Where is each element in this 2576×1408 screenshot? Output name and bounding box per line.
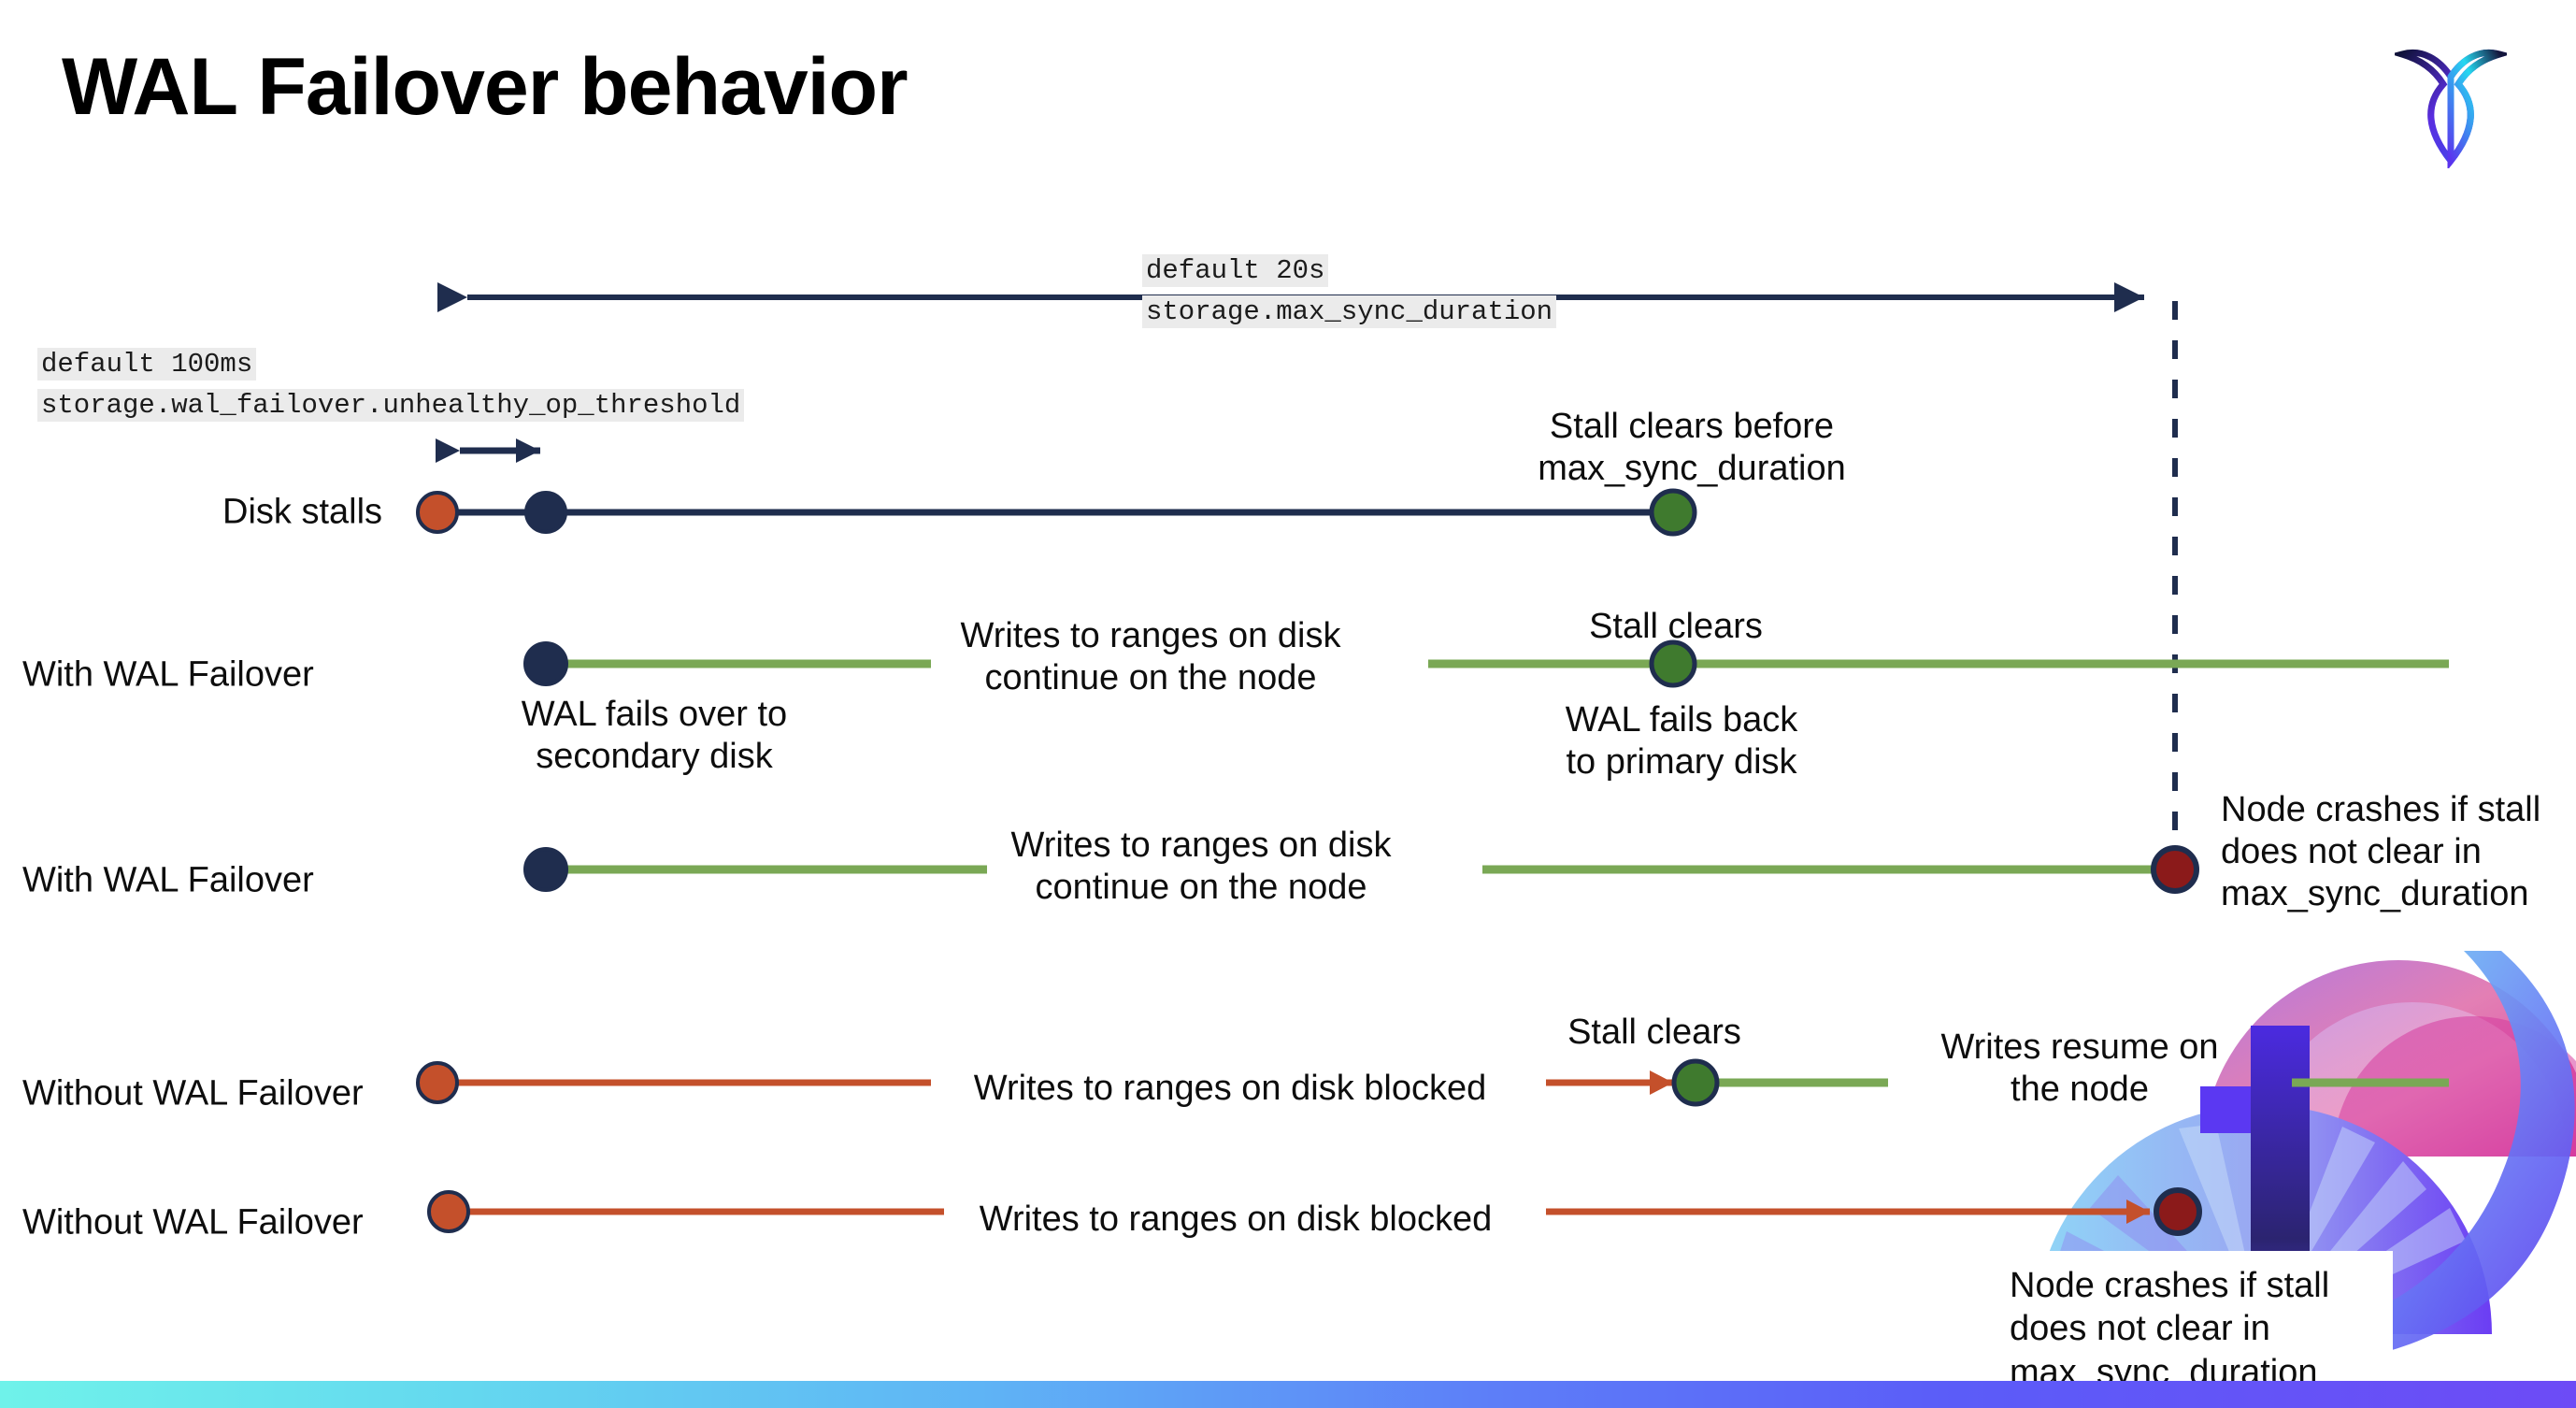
row-with-wal-failover-1-track [523,639,2449,688]
row-label-with-wal-failover-2: With WAL Failover [22,860,314,900]
row-without-wal-failover-2-track [427,1187,2202,1236]
row-label-without-wal-failover-2: Without WAL Failover [22,1202,364,1243]
annotation-writes-resume: Writes resume on the node [1940,1027,2219,1109]
annotation-writes-blocked-2: Writes to ranges on disk blocked [979,1200,1493,1239]
marker-stall-begin [416,1061,459,1104]
annotation-wal-fails-back: WAL fails back to primary disk [1565,700,1798,782]
marker-stall-clears [1649,488,1697,537]
page-title: WAL Failover behavior [62,42,909,132]
marker-node-crashes [2154,1187,2202,1236]
marker-wal-fails-over [523,641,568,686]
annotation-stall-clears-row2: Stall clears [1589,607,1763,646]
marker-stall-begin [427,1190,470,1233]
row-label-with-wal-failover-1: With WAL Failover [22,654,314,695]
cockroachdb-logo-icon [2395,50,2507,168]
unhealthy-op-threshold-setting-chip: default 100ms storage.wal_failover.unhea… [37,344,745,426]
marker-node-crashes [2151,845,2199,894]
bottom-gradient-bar [0,1381,2576,1408]
row-label-without-wal-failover-1: Without WAL Failover [22,1073,364,1113]
annotation-wal-fails-over: WAL fails over to secondary disk [521,695,788,776]
annotation-node-crashes-2: Node crashes if stall does not clear in … [2010,1266,2330,1392]
unhealthy-op-threshold-default: default 100ms [37,348,257,381]
annotation-writes-blocked-1: Writes to ranges on disk blocked [973,1069,1487,1108]
row-disk-stalls-track [416,488,1697,537]
max-sync-duration-name: storage.max_sync_duration [1142,295,1557,328]
row-with-wal-failover-2-track [523,845,2199,894]
marker-stall-clears [1671,1058,1720,1107]
max-sync-duration-setting-chip: default 20s storage.max_sync_duration [1142,251,1557,333]
marker-stall-begin [416,491,459,534]
marker-threshold [524,491,567,534]
row-without-wal-failover-1-track [416,1058,2449,1107]
annotation-writes-continue-2: Writes to ranges on disk continue on the… [1010,826,1392,907]
annotation-node-crashes-1: Node crashes if stall does not clear in … [2221,790,2541,913]
max-sync-duration-default: default 20s [1142,254,1329,287]
annotation-stall-clears-before: Stall clears before max_sync_duration [1538,407,1846,488]
marker-stall-clears [1649,639,1697,688]
marker-wal-fails-over [523,847,568,892]
annotation-stall-clears-row4: Stall clears [1567,1013,1741,1052]
annotation-writes-continue-1: Writes to ranges on disk continue on the… [960,616,1341,697]
row-label-disk-stalls: Disk stalls [222,492,383,532]
unhealthy-op-threshold-name: storage.wal_failover.unhealthy_op_thresh… [37,389,745,422]
